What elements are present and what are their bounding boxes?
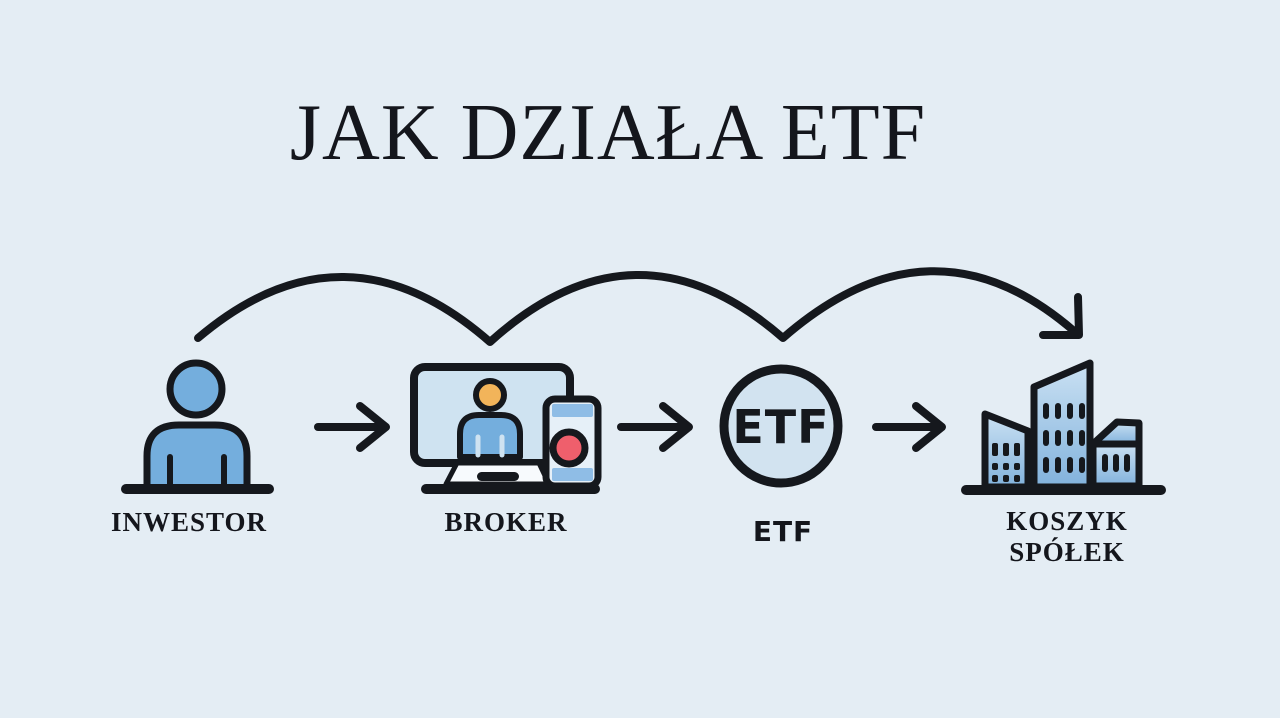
label-inwestor: INWESTOR [111, 507, 267, 537]
building-left-windows [992, 443, 1020, 482]
person-torso [143, 421, 251, 493]
arrow-etf-to-koszyk [872, 402, 946, 452]
etf-circle-icon: ETF [719, 364, 843, 488]
person-icon [121, 359, 274, 494]
label-koszyk-line2: SPÓŁEK [1009, 537, 1125, 567]
monitor-stand-bar [477, 472, 519, 481]
curved-hop-arrow [194, 267, 1083, 346]
curved-arrow-arcs [194, 267, 1078, 346]
label-etf: ETF [753, 515, 813, 548]
label-broker: BROKER [444, 507, 567, 537]
building-middle-windows [1043, 403, 1085, 473]
phone-record-button [549, 428, 589, 468]
phone-top-bar [552, 404, 593, 417]
avatar-head [473, 378, 507, 412]
building-right-windows [1102, 454, 1130, 472]
page-title: JAK DZIAŁA ETF [289, 89, 927, 177]
etf-circle-label: ETF [732, 400, 829, 454]
curved-arrow-head-icon [1039, 293, 1083, 339]
phone-bottom-bar [552, 468, 593, 481]
arrow-broker-to-etf [617, 402, 693, 452]
label-koszyk-line1: KOSZYK [1006, 506, 1128, 536]
monitor-and-phone-icon [410, 363, 602, 494]
arrow-inwestor-to-broker [314, 402, 390, 452]
avatar-torso [457, 412, 523, 460]
etf-circle [719, 364, 843, 488]
buildings-icon [961, 359, 1166, 495]
person-head [166, 359, 226, 419]
